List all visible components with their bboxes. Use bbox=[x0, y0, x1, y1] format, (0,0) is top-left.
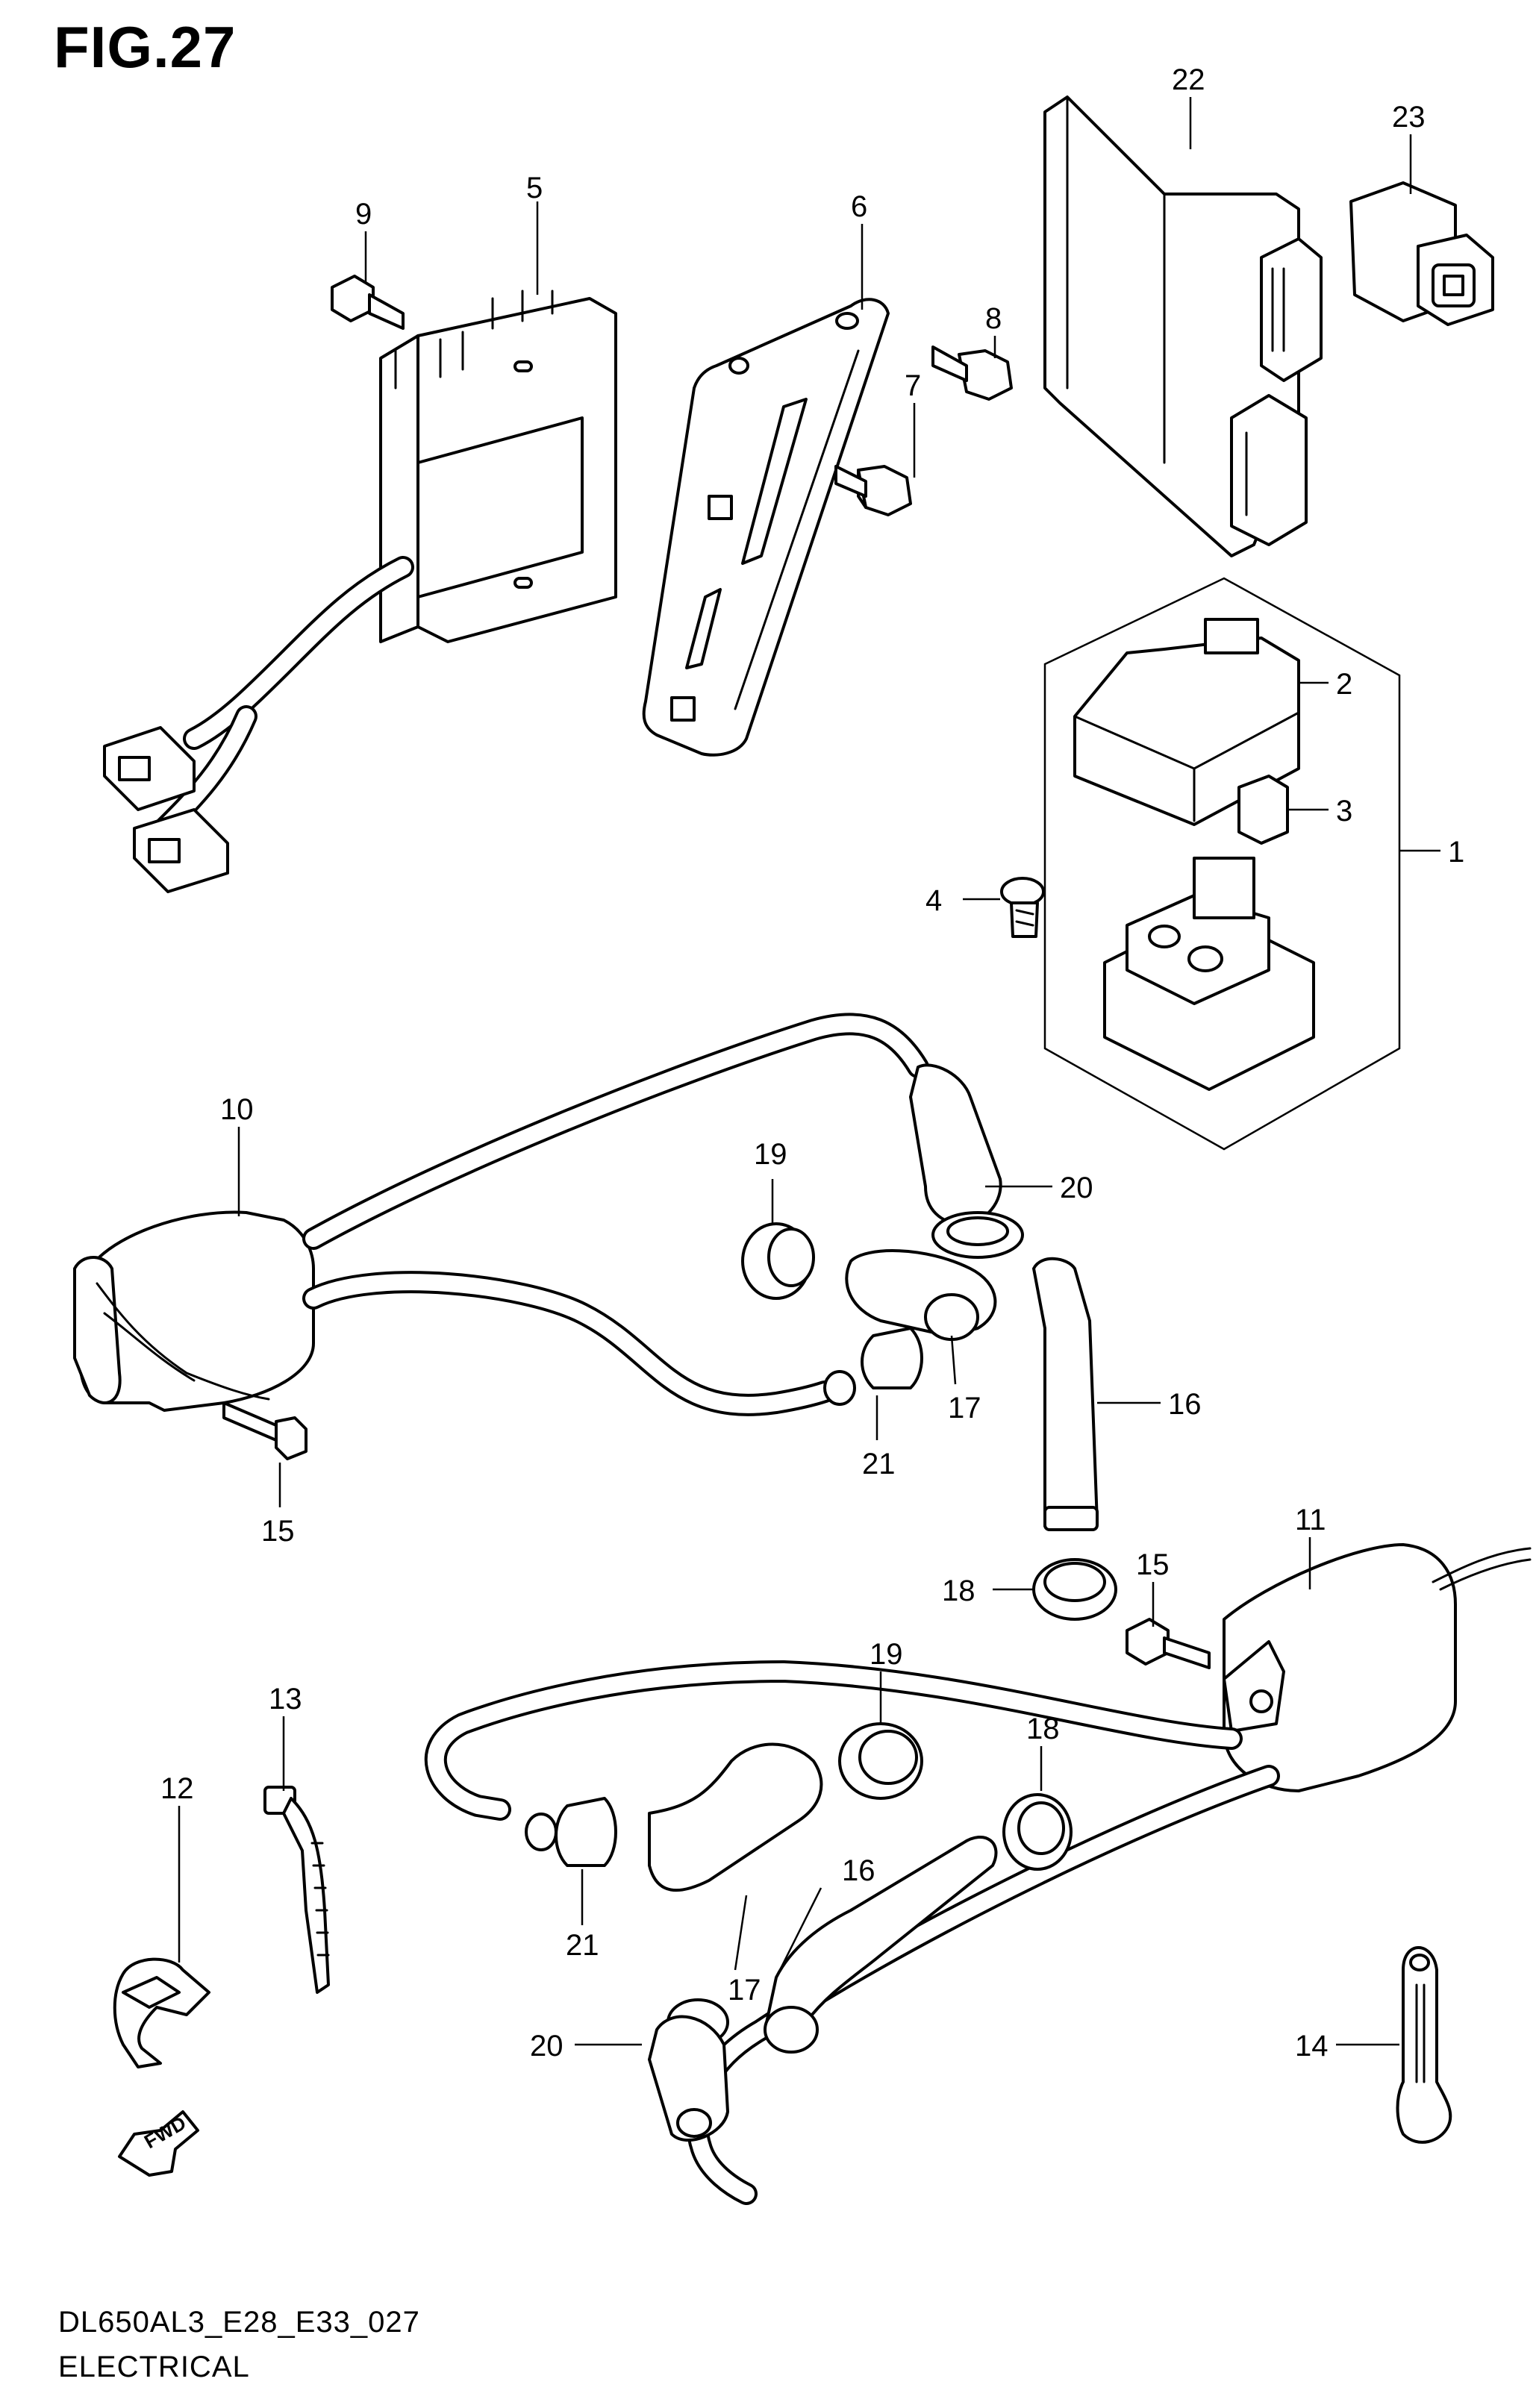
callout-13[interactable]: 13 bbox=[269, 1683, 302, 1716]
starter-relay-kit-box bbox=[1043, 577, 1401, 1151]
callout-15-lower[interactable]: 15 bbox=[1136, 1548, 1170, 1581]
callout-1[interactable]: 1 bbox=[1448, 836, 1464, 869]
callout-6[interactable]: 6 bbox=[851, 190, 867, 223]
ignition-coil-part-11[interactable] bbox=[1223, 1543, 1457, 1792]
callout-16-upper[interactable]: 16 bbox=[1168, 1388, 1202, 1421]
figure-title: FIG.27 bbox=[54, 14, 237, 80]
ignition-coil-part-10[interactable] bbox=[73, 1210, 315, 1412]
cap-part-17-upper[interactable] bbox=[845, 1249, 997, 1341]
bolt-part-7[interactable] bbox=[834, 465, 912, 516]
callout-20-upper[interactable]: 20 bbox=[1060, 1172, 1093, 1204]
bolt-part-15-lower[interactable] bbox=[1126, 1618, 1211, 1669]
callout-17-lower[interactable]: 17 bbox=[728, 1974, 761, 2007]
callout-21-upper[interactable]: 21 bbox=[862, 1448, 896, 1480]
callout-19-lower[interactable]: 19 bbox=[870, 1638, 903, 1671]
boot-part-18-lower[interactable] bbox=[1002, 1793, 1073, 1871]
callout-3[interactable]: 3 bbox=[1336, 795, 1352, 828]
callout-14[interactable]: 14 bbox=[1295, 2030, 1329, 2063]
callout-2[interactable]: 2 bbox=[1336, 668, 1352, 701]
regulator-connector-a[interactable] bbox=[103, 726, 196, 811]
plug-cap-part-20-upper[interactable] bbox=[909, 1063, 1024, 1259]
callout-18-lower[interactable]: 18 bbox=[1026, 1713, 1060, 1745]
grommet-part-21-upper[interactable] bbox=[823, 1327, 923, 1406]
callout-8[interactable]: 8 bbox=[985, 302, 1002, 335]
coil-11-lead-upper bbox=[424, 1660, 1243, 1821]
callout-5[interactable]: 5 bbox=[526, 172, 543, 204]
callout-22[interactable]: 22 bbox=[1172, 63, 1205, 96]
plug-cap-part-20-lower[interactable] bbox=[648, 1998, 729, 2142]
coil-10-lead-upper bbox=[302, 1013, 929, 1250]
callout-10[interactable]: 10 bbox=[220, 1093, 254, 1126]
cap-part-17-lower[interactable] bbox=[648, 1742, 823, 1892]
bracket-part-6[interactable] bbox=[642, 298, 890, 757]
callout-18-upper[interactable]: 18 bbox=[942, 1574, 975, 1607]
bolt-part-9[interactable] bbox=[331, 275, 405, 330]
fwd-arrow-icon: FWD bbox=[118, 2110, 199, 2177]
boot-part-18-upper[interactable] bbox=[1032, 1558, 1117, 1621]
callout-12[interactable]: 12 bbox=[160, 1772, 194, 1805]
diagram-code: DL650AL3_E28_E33_027 bbox=[58, 2306, 420, 2339]
regulator-rectifier-part[interactable] bbox=[379, 290, 617, 643]
callout-7[interactable]: 7 bbox=[905, 369, 921, 402]
band-part-14[interactable] bbox=[1396, 1946, 1452, 2144]
leader-lines bbox=[178, 97, 1440, 2046]
callout-23[interactable]: 23 bbox=[1392, 101, 1426, 134]
callout-17-upper[interactable]: 17 bbox=[948, 1392, 981, 1425]
grommet-part-21-lower[interactable] bbox=[525, 1797, 617, 1867]
regulator-connector-b[interactable] bbox=[133, 808, 229, 893]
callout-9[interactable]: 9 bbox=[355, 198, 372, 231]
regulator-harness bbox=[153, 556, 414, 839]
callout-20-lower[interactable]: 20 bbox=[530, 2030, 564, 2063]
callout-11[interactable]: 11 bbox=[1295, 1504, 1326, 1536]
cable-tie-part-13[interactable] bbox=[263, 1786, 330, 1994]
coil-11-lead bbox=[1432, 1547, 1532, 1591]
relay-cover-part-2[interactable] bbox=[1073, 618, 1300, 826]
callout-19-upper[interactable]: 19 bbox=[754, 1138, 787, 1171]
fuse-part-3[interactable] bbox=[1237, 775, 1289, 845]
coil-10-lead-lower bbox=[302, 1271, 836, 1416]
ecm-part-22[interactable] bbox=[1043, 96, 1323, 557]
callout-15-upper[interactable]: 15 bbox=[261, 1515, 295, 1548]
callout-21-lower[interactable]: 21 bbox=[566, 1929, 599, 1962]
wire-part-16-lower[interactable] bbox=[764, 1835, 998, 2054]
callouts: 1 2 3 4 5 6 7 8 9 10 11 12 13 14 15 15 1… bbox=[160, 63, 1464, 2063]
coil-11-lead-lower bbox=[685, 1765, 1280, 2205]
section-name: ELECTRICAL bbox=[58, 2351, 250, 2383]
connector-part-23[interactable] bbox=[1349, 181, 1494, 326]
callout-16-lower[interactable]: 16 bbox=[842, 1854, 875, 1887]
wire-part-16-upper[interactable] bbox=[1032, 1257, 1099, 1531]
boot-part-19-lower[interactable] bbox=[838, 1722, 923, 1800]
clamp-part-12[interactable] bbox=[113, 1957, 210, 2068]
bolt-part-8[interactable] bbox=[931, 345, 1013, 401]
screw-part-4[interactable] bbox=[1000, 877, 1045, 938]
bolt-part-15-upper[interactable] bbox=[222, 1401, 308, 1460]
starter-relay-body[interactable] bbox=[1103, 857, 1315, 1091]
callout-4[interactable]: 4 bbox=[925, 884, 942, 917]
boot-part-19-upper[interactable] bbox=[741, 1222, 815, 1300]
